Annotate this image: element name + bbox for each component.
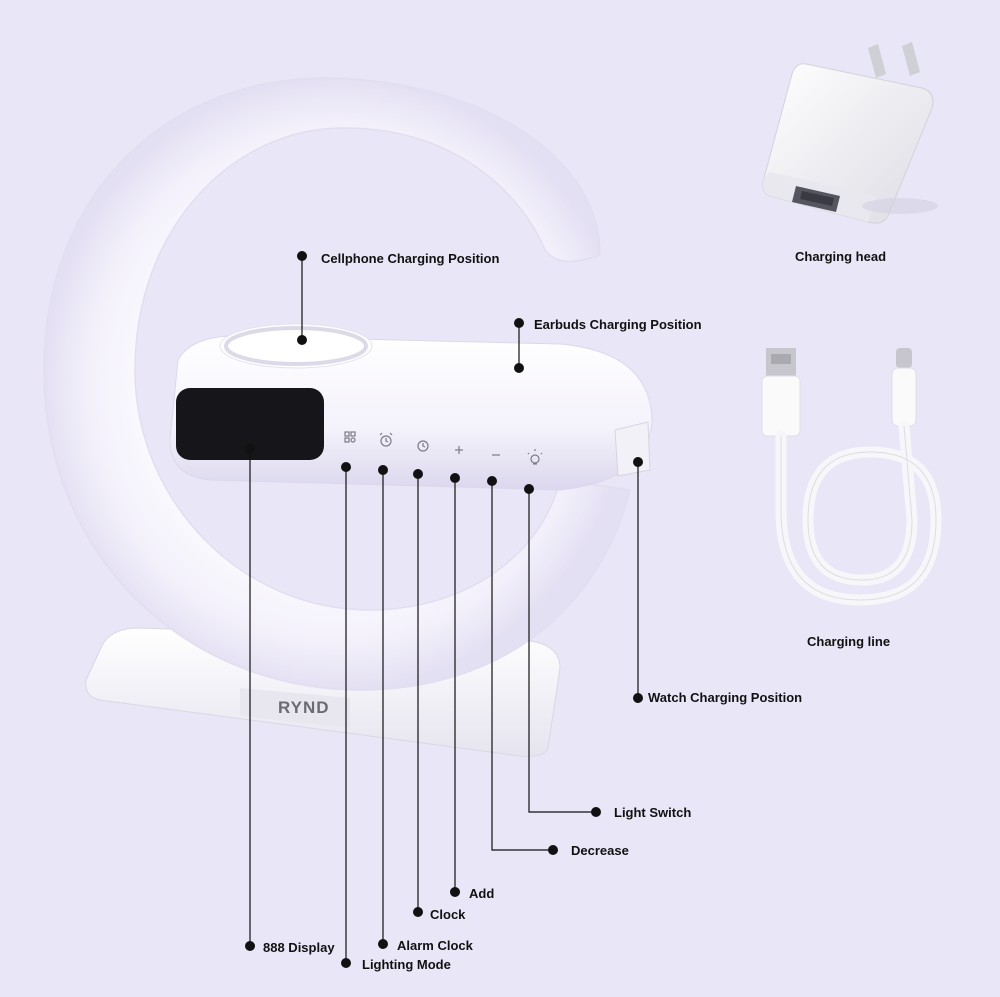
label-888-display: 888 Display xyxy=(263,940,335,955)
plus-icon[interactable] xyxy=(455,446,463,454)
label-watch-charging: Watch Charging Position xyxy=(648,690,803,705)
cellphone-charging-pad xyxy=(219,323,373,369)
lamp-ring xyxy=(43,77,631,691)
clock-icon xyxy=(417,440,429,452)
bulb-icon[interactable] xyxy=(527,449,543,465)
led-display xyxy=(176,388,324,460)
label-clock: Clock xyxy=(430,907,466,922)
label-charging-head: Charging head xyxy=(795,249,887,264)
charging-head-image xyxy=(762,42,938,224)
label-light-switch: Light Switch xyxy=(614,805,692,820)
label-alarm-clock: Alarm Clock xyxy=(397,938,473,953)
brand-logo: RYND xyxy=(278,698,330,717)
charging-line-image xyxy=(761,348,942,606)
alarm-clock-icon xyxy=(379,432,393,447)
label-decrease: Decrease xyxy=(571,843,629,858)
label-earbuds-charging: Earbuds Charging Position xyxy=(534,317,702,332)
label-cellphone-charging: Cellphone Charging Position xyxy=(321,251,500,266)
callout-lines xyxy=(249,256,639,963)
label-lighting-mode: Lighting Mode xyxy=(362,957,451,972)
label-add: Add xyxy=(469,886,495,901)
lighting-mode-icon xyxy=(344,431,356,443)
label-charging-line: Charging line xyxy=(807,634,891,649)
callout-dots xyxy=(245,251,643,968)
